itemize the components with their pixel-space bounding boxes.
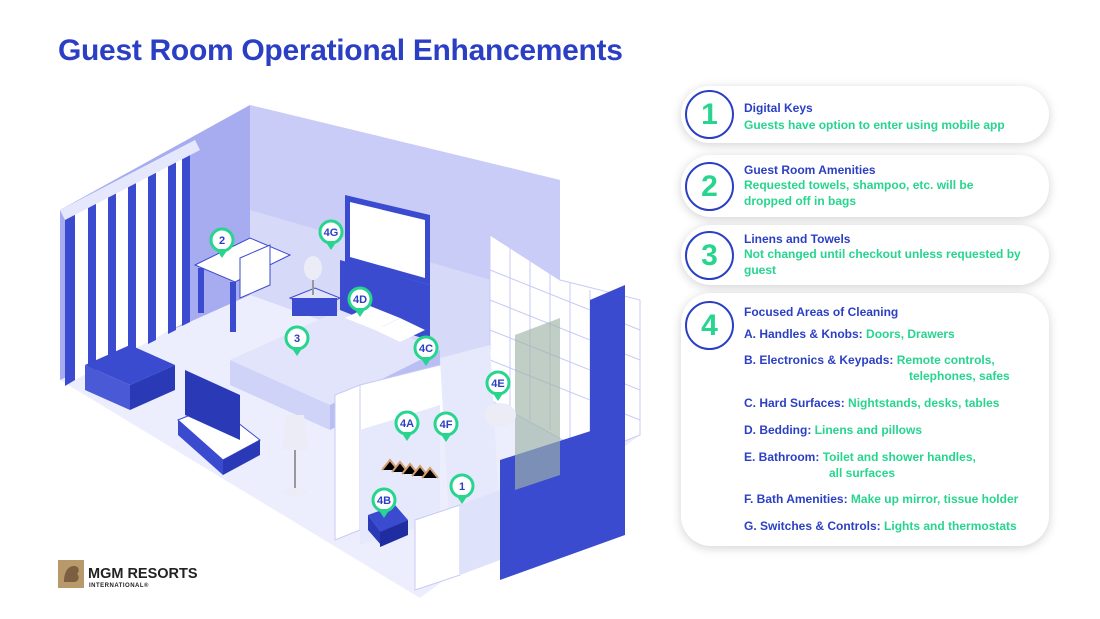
- shower-glass: [515, 318, 560, 490]
- card-title: Focused Areas of Cleaning: [744, 305, 899, 319]
- pin-4f: 4F: [433, 411, 459, 442]
- svg-text:4D: 4D: [353, 294, 367, 306]
- svg-text:4G: 4G: [324, 227, 339, 239]
- mgm-logo: MGM RESORTS INTERNATIONAL®: [58, 560, 198, 593]
- card-number-2: 2: [685, 162, 734, 211]
- pin-4d: 4D: [347, 286, 373, 317]
- card-number-1: 1: [685, 90, 734, 139]
- card-title: Guest Room Amenities: [744, 163, 876, 177]
- card-digital-keys: 1 Digital Keys Guests have option to ent…: [681, 86, 1049, 143]
- cleaning-item-f: F. Bath Amenities: Make up mirror, tissu…: [744, 492, 1019, 506]
- card-number-4: 4: [685, 301, 734, 350]
- svg-text:4E: 4E: [491, 378, 504, 390]
- cleaning-item-g: G. Switches & Controls: Lights and therm…: [744, 519, 1017, 533]
- svg-text:4F: 4F: [440, 419, 453, 431]
- pin-2: 2: [209, 227, 235, 258]
- cleaning-item-c: C. Hard Surfaces: Nightstands, desks, ta…: [744, 396, 1000, 410]
- page-title: Guest Room Operational Enhancements: [58, 34, 623, 67]
- safe: [368, 505, 408, 532]
- cleaning-item-e: E. Bathroom: Toilet and shower handles, …: [744, 450, 976, 480]
- pin-4a: 4A: [394, 410, 420, 441]
- logo-name: MGM RESORTS: [88, 566, 198, 582]
- svg-text:2: 2: [219, 235, 225, 247]
- svg-text:4C: 4C: [419, 343, 433, 355]
- card-focused-cleaning: 4 Focused Areas of Cleaning A. Handles &…: [681, 293, 1049, 546]
- pin-4e: 4E: [485, 370, 511, 401]
- card-description: Not changed until checkout unless reques…: [744, 247, 1021, 277]
- cleaning-item-b: B. Electronics & Keypads: Remote control…: [744, 353, 1010, 383]
- svg-text:4B: 4B: [377, 495, 391, 507]
- card-number-3: 3: [685, 231, 734, 280]
- cleaning-item-d: D. Bedding: Linens and pillows: [744, 423, 923, 437]
- pin-1: 1: [449, 473, 475, 504]
- lion-logo-icon: [58, 560, 84, 588]
- tv: [185, 370, 240, 440]
- svg-text:3: 3: [294, 333, 300, 345]
- pin-4c: 4C: [413, 335, 439, 366]
- room-illustration: 2 4G 4D 3 4C 4E 4A 4F 4B: [60, 105, 641, 598]
- svg-text:4A: 4A: [400, 418, 414, 430]
- card-title: Digital Keys: [744, 101, 813, 115]
- bathroom-partition: [334, 384, 361, 541]
- window: [65, 150, 190, 385]
- card-linens-towels: 3 Linens and Towels Not changed until ch…: [681, 225, 1049, 285]
- svg-text:1: 1: [459, 481, 465, 493]
- card-description: Guests have option to enter using mobile…: [744, 118, 1005, 132]
- cleaning-item-a: A. Handles & Knobs: Doors, Drawers: [744, 327, 955, 341]
- entry-door: [414, 504, 461, 591]
- card-title: Linens and Towels: [744, 232, 851, 246]
- card-description: Requested towels, shampoo, etc. will be …: [744, 178, 974, 208]
- pin-4b: 4B: [371, 487, 397, 518]
- logo-subtitle: INTERNATIONAL®: [89, 583, 149, 589]
- pin-4g: 4G: [318, 219, 344, 250]
- pin-3: 3: [284, 325, 310, 356]
- curtains: [60, 140, 200, 386]
- card-guest-room-amenities: 2 Guest Room Amenities Requested towels,…: [681, 155, 1049, 217]
